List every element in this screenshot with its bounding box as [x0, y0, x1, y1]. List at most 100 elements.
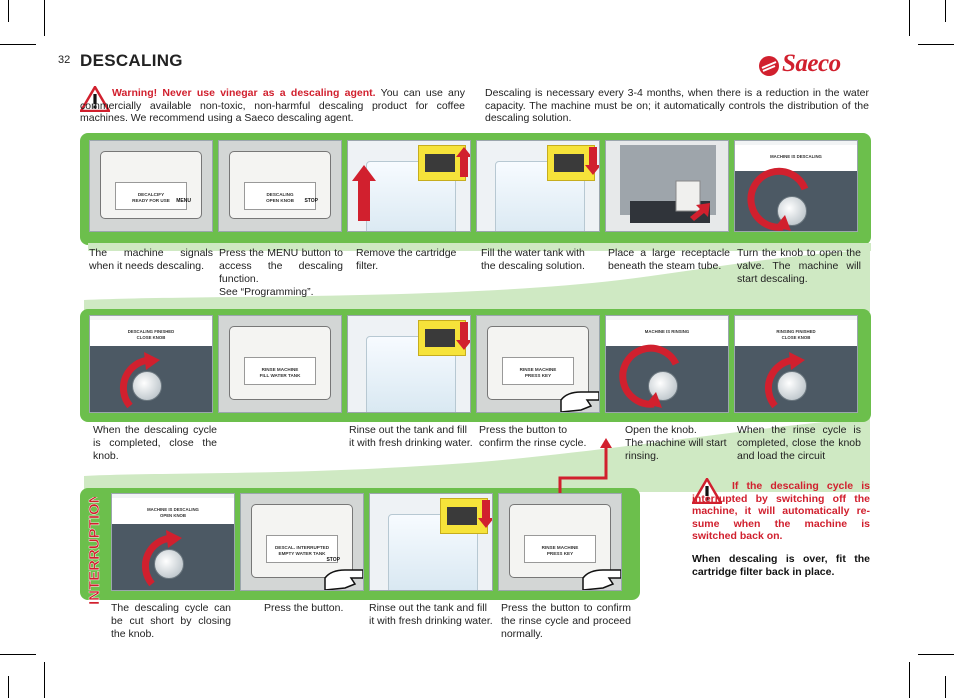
knob-arrow-icon	[747, 167, 809, 231]
crop-mark	[918, 44, 954, 45]
crop-mark	[8, 0, 9, 22]
inset-detail	[440, 498, 488, 534]
caption-step2-see: See “Programming”.	[219, 286, 314, 298]
final-instruction: When descaling is over, fit the cartridg…	[692, 552, 870, 578]
stop-key-label: STOP	[326, 557, 340, 563]
interruption-label-text: INTERRUPTION	[86, 497, 103, 605]
caption-interr4: Press the button to confirm the rinse cy…	[501, 602, 631, 640]
step3-photo	[347, 140, 471, 232]
inset-detail	[547, 145, 595, 181]
crop-mark	[44, 662, 45, 698]
crop-mark	[8, 676, 9, 698]
caption-step5: Place a large receptacle beneath the ste…	[608, 247, 730, 272]
knob-arrow-icon	[141, 530, 182, 587]
intro-warning: Warning! Never use vinegar as a descalin…	[80, 87, 465, 125]
display-screen: MACHINE IS DESCALING	[735, 145, 857, 171]
knob-arrow-icon	[764, 352, 805, 409]
caption-step3: Remove the cartridge filter.	[356, 247, 457, 272]
page-number: 32	[58, 54, 71, 66]
down-arrow-icon	[478, 500, 492, 528]
caption-rinse5-b: The machine will start rinsing.	[625, 437, 727, 462]
down-arrow-icon	[456, 322, 470, 350]
caption-interr3: Rinse out the tank and fill it with fres…	[369, 602, 493, 627]
interr-step3-photo	[369, 493, 493, 591]
step5-photo	[605, 140, 729, 232]
crop-mark	[909, 662, 910, 698]
crop-mark	[0, 44, 36, 45]
crop-mark	[918, 654, 954, 655]
warning-icon	[80, 86, 110, 112]
rinse-step3-photo	[347, 315, 471, 413]
menu-key-label: MENU	[176, 198, 191, 204]
row1-ribbon	[88, 243, 871, 251]
interruption-label: INTERRUPTION	[86, 497, 103, 605]
crop-mark	[909, 0, 910, 36]
saeco-logo-mark	[759, 56, 779, 76]
page-title: DESCALING	[80, 51, 183, 70]
warning-body-text: You can use any commercially available n…	[80, 87, 465, 124]
step4-photo	[476, 140, 600, 232]
rinse-step5-photo: MACHINE IS RINSING	[605, 315, 729, 413]
saeco-logo-text: Saeco	[782, 50, 841, 77]
crop-mark	[0, 654, 36, 655]
crop-mark	[945, 676, 946, 698]
hand-press-icon	[560, 391, 599, 412]
step6-photo: MACHINE IS DESCALING	[734, 140, 858, 232]
caption-rinse1: When the descaling cycle is completed, c…	[93, 424, 217, 462]
caption-step2-text: Press the MENU button to access the desc…	[219, 247, 343, 285]
knob-arrow-icon	[619, 344, 680, 408]
crop-mark	[44, 0, 45, 36]
hand-press-icon	[324, 569, 363, 590]
interruption-warning: If the descaling cycle is interrupted by…	[692, 480, 870, 543]
caption-interr1: The descaling cycle can be cut short by …	[111, 602, 231, 640]
inset-detail	[418, 320, 466, 356]
knob	[777, 371, 807, 401]
inset-detail	[418, 145, 466, 181]
warning-bold-text: Warning! Never use vinegar as a descalin…	[112, 87, 376, 99]
caption-step6: Turn the knob to open the valve. The mac…	[737, 247, 861, 285]
caption-step2: Press the MENU button to access the desc…	[219, 247, 343, 299]
side-note: If the descaling cycle is interrupted by…	[692, 480, 870, 578]
warning-icon	[692, 478, 722, 504]
caption-step4: Fill the water tank with the descaling s…	[481, 247, 585, 272]
caption-rinse6: When the rinse cycle is completed, close…	[737, 424, 861, 462]
display-screen: MACHINE IS RINSING	[606, 320, 728, 346]
caption-rinse4: Press the button to confirm the rinse cy…	[479, 424, 587, 449]
stop-key-label: STOP	[304, 198, 318, 204]
caption-rinse3: Rinse out the tank and fill it with fres…	[349, 424, 473, 449]
saeco-logo: Saeco	[758, 50, 876, 80]
up-arrow-icon	[352, 147, 470, 221]
caption-rinse5: Open the knob.The machine will start rin…	[625, 424, 731, 463]
knob	[132, 371, 162, 401]
down-arrow-icon	[585, 147, 599, 175]
caption-interr2: Press the button.	[264, 602, 344, 614]
caption-rinse5-a: Open the knob.	[625, 424, 697, 436]
hand-press-icon	[582, 569, 621, 590]
intro-right-text: Descaling is necessary every 3-4 months,…	[485, 87, 869, 124]
